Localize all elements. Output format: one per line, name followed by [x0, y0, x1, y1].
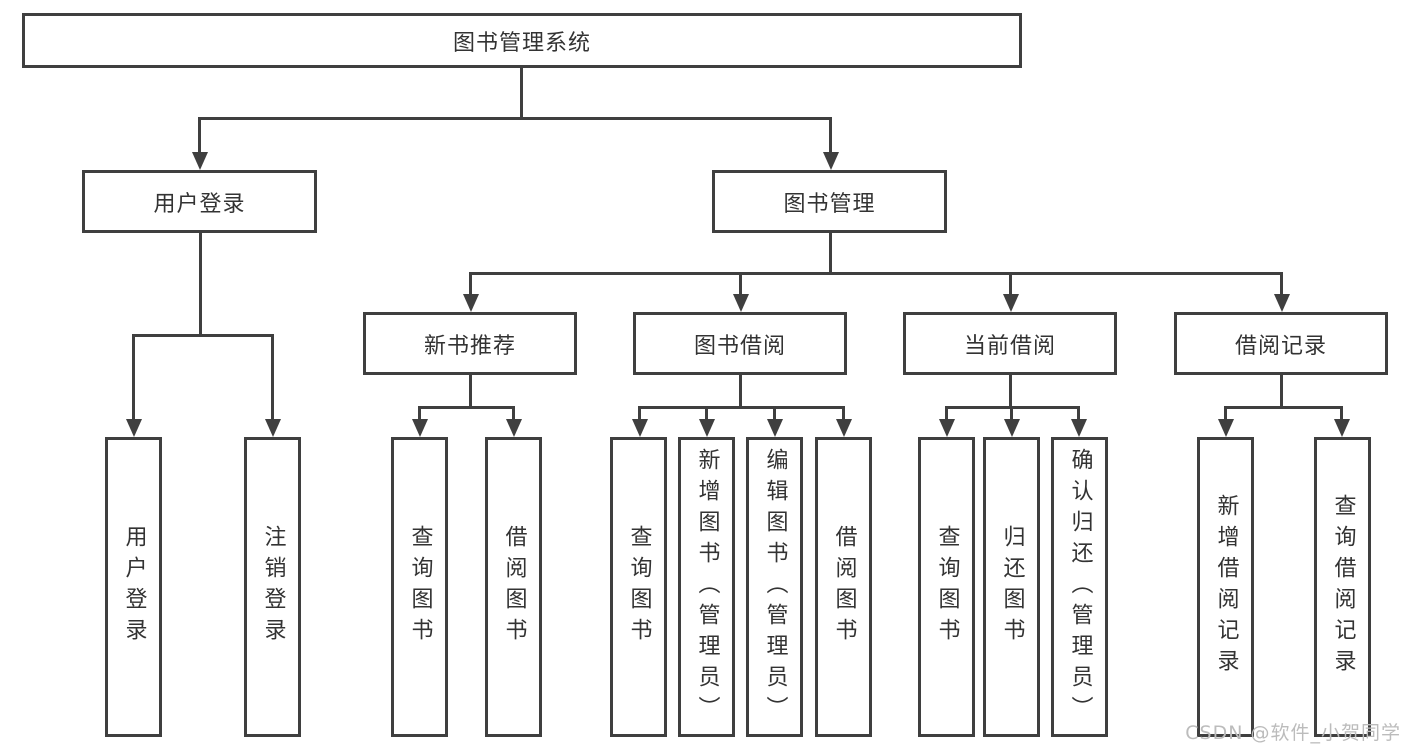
arrowhead	[632, 419, 648, 437]
leaf-bb-edit-books: 编辑图书（管理员）	[746, 437, 803, 737]
arrowhead	[836, 419, 852, 437]
connector-line	[842, 406, 845, 423]
node-borrow-records: 借阅记录	[1174, 312, 1388, 375]
leaf-cb-return-books: 归还图书	[983, 437, 1040, 737]
node-current-borrow-label: 当前借阅	[963, 333, 1056, 359]
leaf-cb-return-books-label: 归还图书	[999, 525, 1025, 649]
arrowhead	[1218, 419, 1234, 437]
connector-line	[1009, 272, 1012, 298]
connector-line	[1340, 406, 1343, 423]
node-book-mgmt-label: 图书管理	[783, 191, 876, 217]
connector-line	[739, 375, 742, 407]
leaf-nb-query-books-label: 查询图书	[407, 525, 433, 649]
leaf-br-query-record: 查询借阅记录	[1314, 437, 1371, 737]
leaf-logout-label: 注销登录	[260, 525, 286, 649]
leaf-br-add-record-label: 新增借阅记录	[1213, 494, 1239, 680]
arrowhead	[1004, 419, 1020, 437]
connector-line	[520, 68, 523, 118]
connector-line	[1224, 406, 1343, 409]
node-user-login-label: 用户登录	[153, 191, 246, 217]
connector-line	[829, 233, 832, 273]
node-root-label: 图书管理系统	[452, 30, 591, 56]
node-current-borrow: 当前借阅	[903, 312, 1117, 375]
node-new-books: 新书推荐	[363, 312, 577, 375]
leaf-bb-edit-books-label: 编辑图书（管理员）	[762, 447, 788, 727]
leaf-bb-query-books: 查询图书	[610, 437, 667, 737]
connector-line	[638, 406, 845, 409]
arrowhead	[412, 419, 428, 437]
leaf-nb-query-books: 查询图书	[391, 437, 448, 737]
leaf-bb-borrow-books-label: 借阅图书	[831, 525, 857, 649]
connector-line	[1077, 406, 1080, 423]
connector-line	[1009, 375, 1012, 407]
connector-line	[469, 375, 472, 407]
arrowhead	[1003, 294, 1019, 312]
node-root: 图书管理系统	[22, 13, 1022, 68]
leaf-nb-borrow-books: 借阅图书	[485, 437, 542, 737]
connector-line	[418, 406, 515, 409]
node-new-books-label: 新书推荐	[423, 333, 516, 359]
leaf-bb-query-books-label: 查询图书	[626, 525, 652, 649]
node-book-borrow-label: 图书借阅	[693, 333, 786, 359]
connector-line	[512, 406, 515, 423]
node-book-mgmt: 图书管理	[712, 170, 947, 233]
leaf-bb-add-books-label: 新增图书（管理员）	[694, 447, 720, 727]
arrowhead	[1334, 419, 1350, 437]
node-user-login: 用户登录	[82, 170, 317, 233]
arrowhead	[506, 419, 522, 437]
connector-line	[1224, 406, 1227, 423]
connector-line	[132, 334, 135, 423]
arrowhead	[733, 294, 749, 312]
leaf-br-query-record-label: 查询借阅记录	[1330, 494, 1356, 680]
connector-line	[199, 233, 202, 335]
arrowhead	[939, 419, 955, 437]
arrowhead	[265, 419, 281, 437]
connector-line	[773, 406, 776, 423]
leaf-bb-borrow-books: 借阅图书	[815, 437, 872, 737]
leaf-user-login-label: 用户登录	[121, 525, 147, 649]
arrowhead	[126, 419, 142, 437]
leaf-logout: 注销登录	[244, 437, 301, 737]
connector-line	[198, 117, 832, 120]
connector-line	[418, 406, 421, 423]
connector-line	[1280, 272, 1283, 298]
connector-line	[469, 272, 472, 298]
arrowhead	[767, 419, 783, 437]
arrowhead	[1071, 419, 1087, 437]
csdn-watermark: CSDN @软件_小贺同学	[1185, 722, 1401, 744]
node-borrow-records-label: 借阅记录	[1234, 333, 1327, 359]
leaf-cb-confirm-return: 确认归还（管理员）	[1051, 437, 1108, 737]
connector-line	[1280, 375, 1283, 407]
connector-line	[198, 117, 201, 156]
connector-line	[829, 117, 832, 156]
arrowhead	[823, 152, 839, 170]
node-book-borrow: 图书借阅	[633, 312, 847, 375]
leaf-nb-borrow-books-label: 借阅图书	[501, 525, 527, 649]
leaf-br-add-record: 新增借阅记录	[1197, 437, 1254, 737]
leaf-cb-confirm-return-label: 确认归还（管理员）	[1067, 447, 1093, 727]
arrowhead	[699, 419, 715, 437]
connector-line	[705, 406, 708, 423]
arrowhead	[1274, 294, 1290, 312]
connector-line	[271, 334, 274, 423]
leaf-cb-query-books-label: 查询图书	[934, 525, 960, 649]
connector-line	[945, 406, 948, 423]
leaf-bb-add-books: 新增图书（管理员）	[678, 437, 735, 737]
connector-line	[1010, 406, 1013, 423]
leaf-cb-query-books: 查询图书	[918, 437, 975, 737]
connector-line	[469, 272, 1283, 275]
leaf-user-login: 用户登录	[105, 437, 162, 737]
arrowhead	[463, 294, 479, 312]
connector-line	[132, 334, 274, 337]
connector-line	[638, 406, 641, 423]
arrowhead	[192, 152, 208, 170]
connector-line	[739, 272, 742, 298]
